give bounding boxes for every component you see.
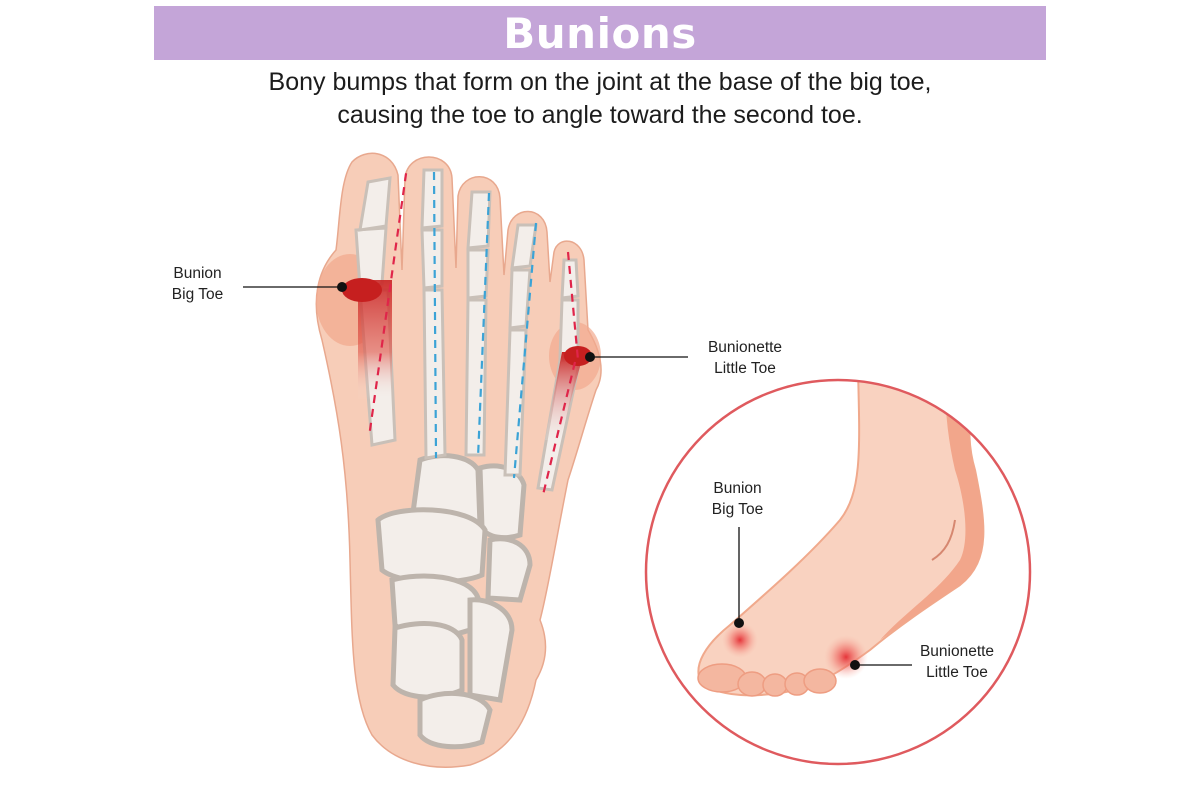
description: Bony bumps that form on the joint at the… — [150, 66, 1050, 132]
ankle-crease — [931, 519, 956, 561]
bunion-glow — [722, 622, 758, 658]
inset-big-toe-dot — [734, 618, 744, 628]
inset-little-toe-dot — [850, 660, 860, 670]
inset-foot-illustration — [644, 378, 1032, 766]
label-line: Bunion — [713, 480, 762, 497]
big-toe-joint-core — [342, 278, 382, 302]
inset-label-bunion-big-toe: Bunion Big Toe — [690, 478, 785, 520]
label-line: Bunionette — [919, 643, 995, 660]
label-line: Little Toe — [926, 664, 988, 681]
label-line: Big Toe — [171, 286, 224, 303]
tarsal-bones — [375, 453, 533, 750]
page-title: Bunions — [503, 8, 697, 58]
label-line: Bunion — [173, 265, 222, 282]
description-line-2: causing the toe to angle toward the seco… — [337, 101, 863, 129]
label-bunionette-little-toe: Bunionette Little Toe — [690, 337, 800, 379]
little-toe-marker-dot — [585, 352, 595, 362]
label-bunion-big-toe: Bunion Big Toe — [150, 263, 245, 305]
toes — [697, 663, 837, 697]
title-banner: Bunions — [154, 6, 1046, 60]
inset-circle — [644, 378, 1032, 766]
inset-label-bunionette-little-toe: Bunionette Little Toe — [902, 641, 1012, 683]
label-line: Little Toe — [714, 360, 776, 377]
alignment-axis-lines — [368, 171, 580, 496]
label-line: Bunionette — [707, 339, 783, 356]
description-line-1: Bony bumps that form on the joint at the… — [268, 68, 932, 96]
label-line: Big Toe — [711, 501, 764, 518]
skeletal-foot-illustration — [243, 152, 688, 768]
little-toe-joint-inflammation — [545, 352, 584, 440]
ankle-shadow — [880, 380, 984, 640]
big-toe-marker-dot — [337, 282, 347, 292]
bunionette-glow — [824, 635, 868, 679]
